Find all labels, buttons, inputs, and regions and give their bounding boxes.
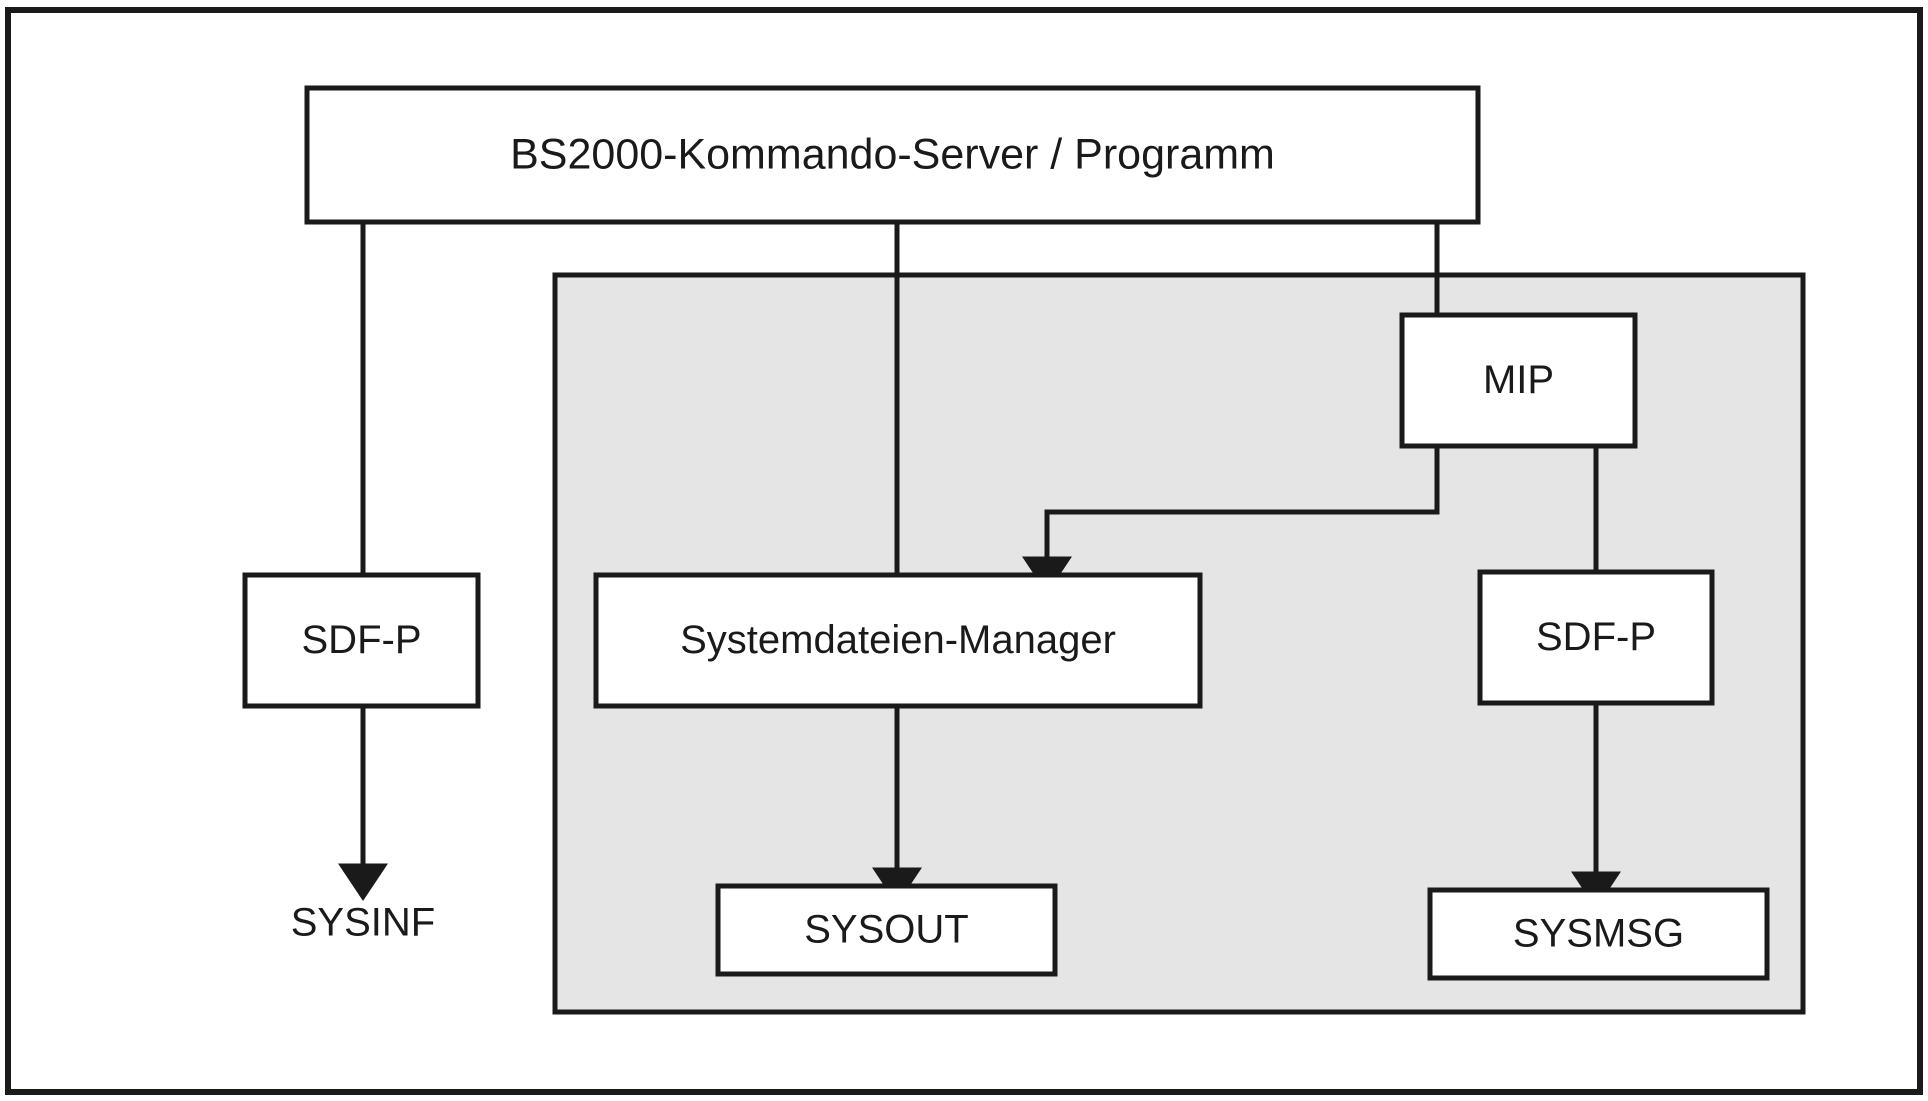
outer-frame (5, 7, 1923, 1095)
node-systemdateien-manager: Systemdateien-Manager (593, 572, 1203, 709)
connectors-layer (338, 222, 1621, 909)
node-label-sysmsg: SYSMSG (1513, 912, 1684, 956)
node-box-sdf-p-right (1477, 569, 1715, 706)
node-box-sysmsg (1427, 887, 1770, 981)
node-box-kommando-server (304, 85, 1481, 225)
node-kommando-server: BS2000-Kommando-Server / Programm (304, 85, 1481, 225)
node-sysmsg: SYSMSG (1427, 887, 1770, 981)
node-box-systemdateien-manager (593, 572, 1203, 709)
node-box-mip (1399, 312, 1638, 449)
node-sdf-p-right: SDF-P (1477, 569, 1715, 706)
free-labels-layer: SYSINF (291, 901, 435, 945)
free-label-sysinf: SYSINF (291, 901, 435, 945)
node-mip: MIP (1399, 312, 1638, 449)
node-label-sdf-p-right: SDF-P (1536, 615, 1656, 659)
node-box-sdf-p-left (242, 572, 481, 709)
node-sdf-p-left: SDF-P (242, 572, 481, 709)
node-box-sysout (715, 883, 1058, 977)
node-label-sysout: SYSOUT (804, 908, 968, 952)
node-label-kommando-server: BS2000-Kommando-Server / Programm (510, 130, 1275, 178)
connector-mip-to-systemdateien-manager (1022, 446, 1440, 594)
node-label-mip: MIP (1483, 358, 1554, 402)
node-label-systemdateien-manager: Systemdateien-Manager (680, 618, 1116, 662)
node-label-sdf-p-left: SDF-P (302, 618, 422, 662)
node-sysout: SYSOUT (715, 883, 1058, 977)
